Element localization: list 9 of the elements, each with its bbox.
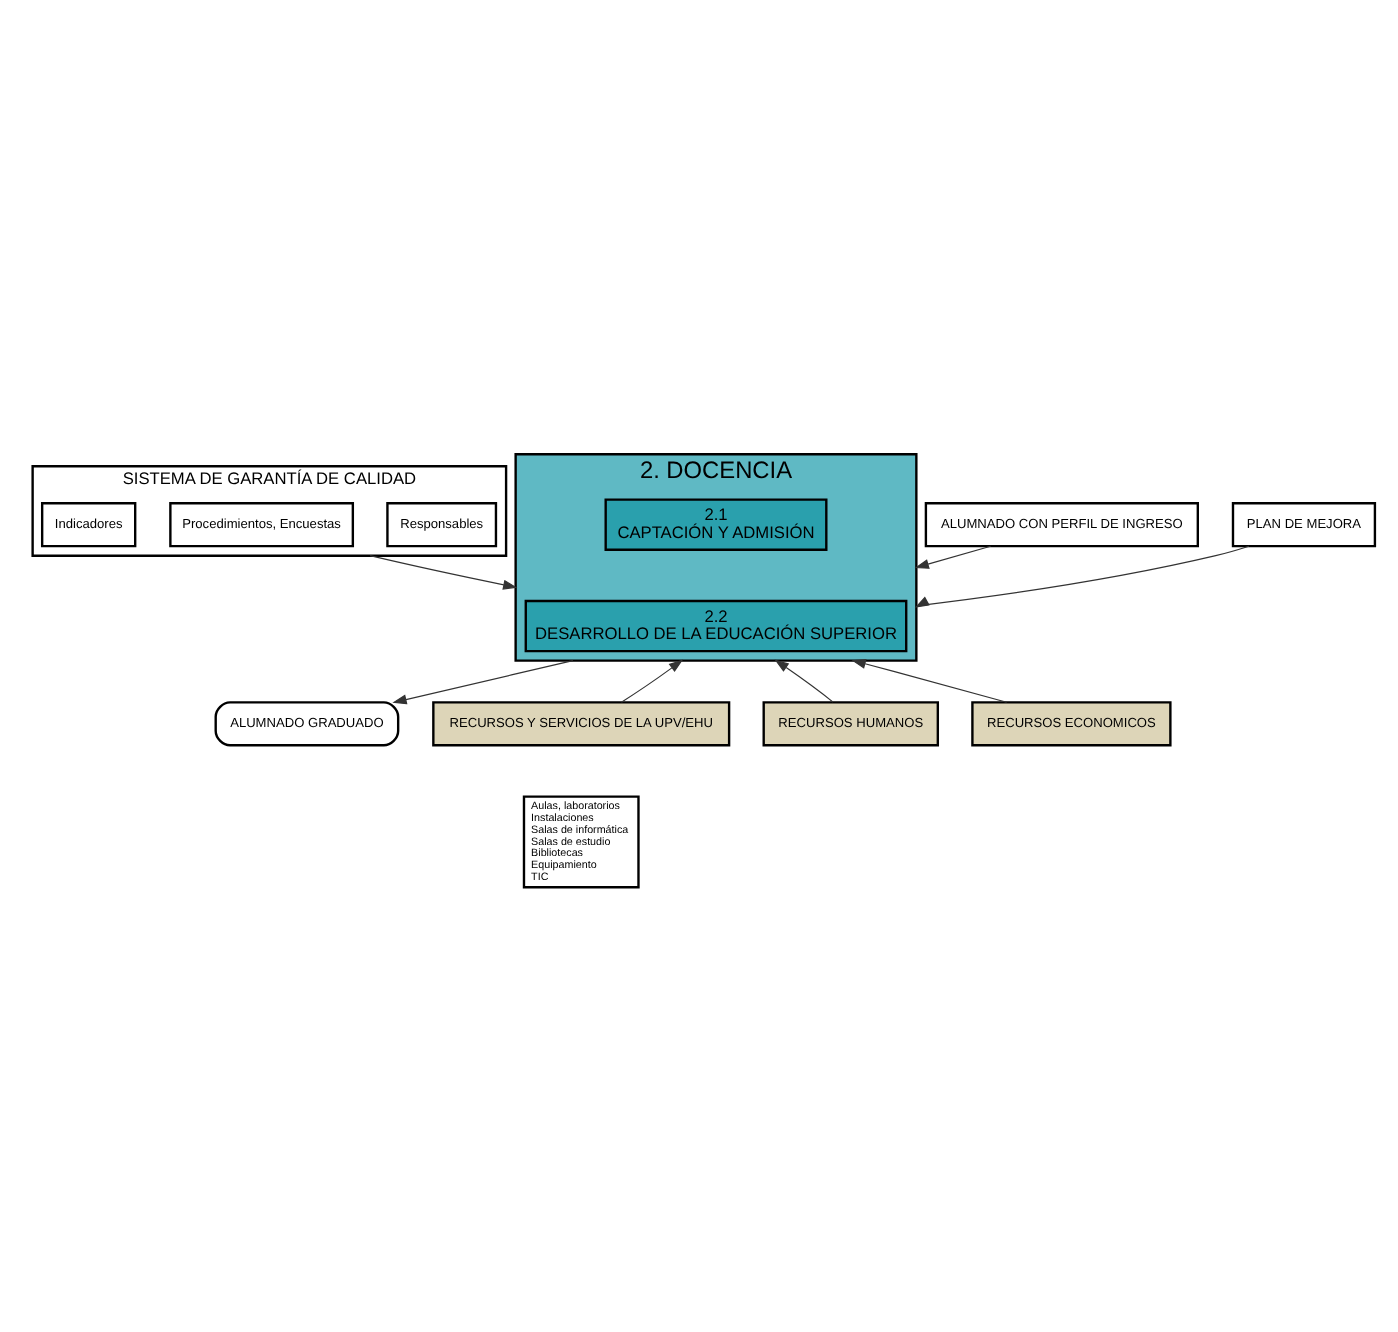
arrow	[369, 555, 518, 590]
arrow	[851, 658, 1008, 703]
arrow	[774, 659, 834, 703]
node-box: 2.1 CAPTACIÓN Y ADMISIÓN	[604, 498, 828, 551]
arrow	[392, 660, 574, 705]
arrow	[914, 545, 1250, 608]
arrow	[620, 659, 684, 703]
node-box: 2.2 DESARROLLO DE LA EDUCACIÓN SUPERIOR	[524, 599, 908, 653]
arrow	[914, 545, 992, 569]
